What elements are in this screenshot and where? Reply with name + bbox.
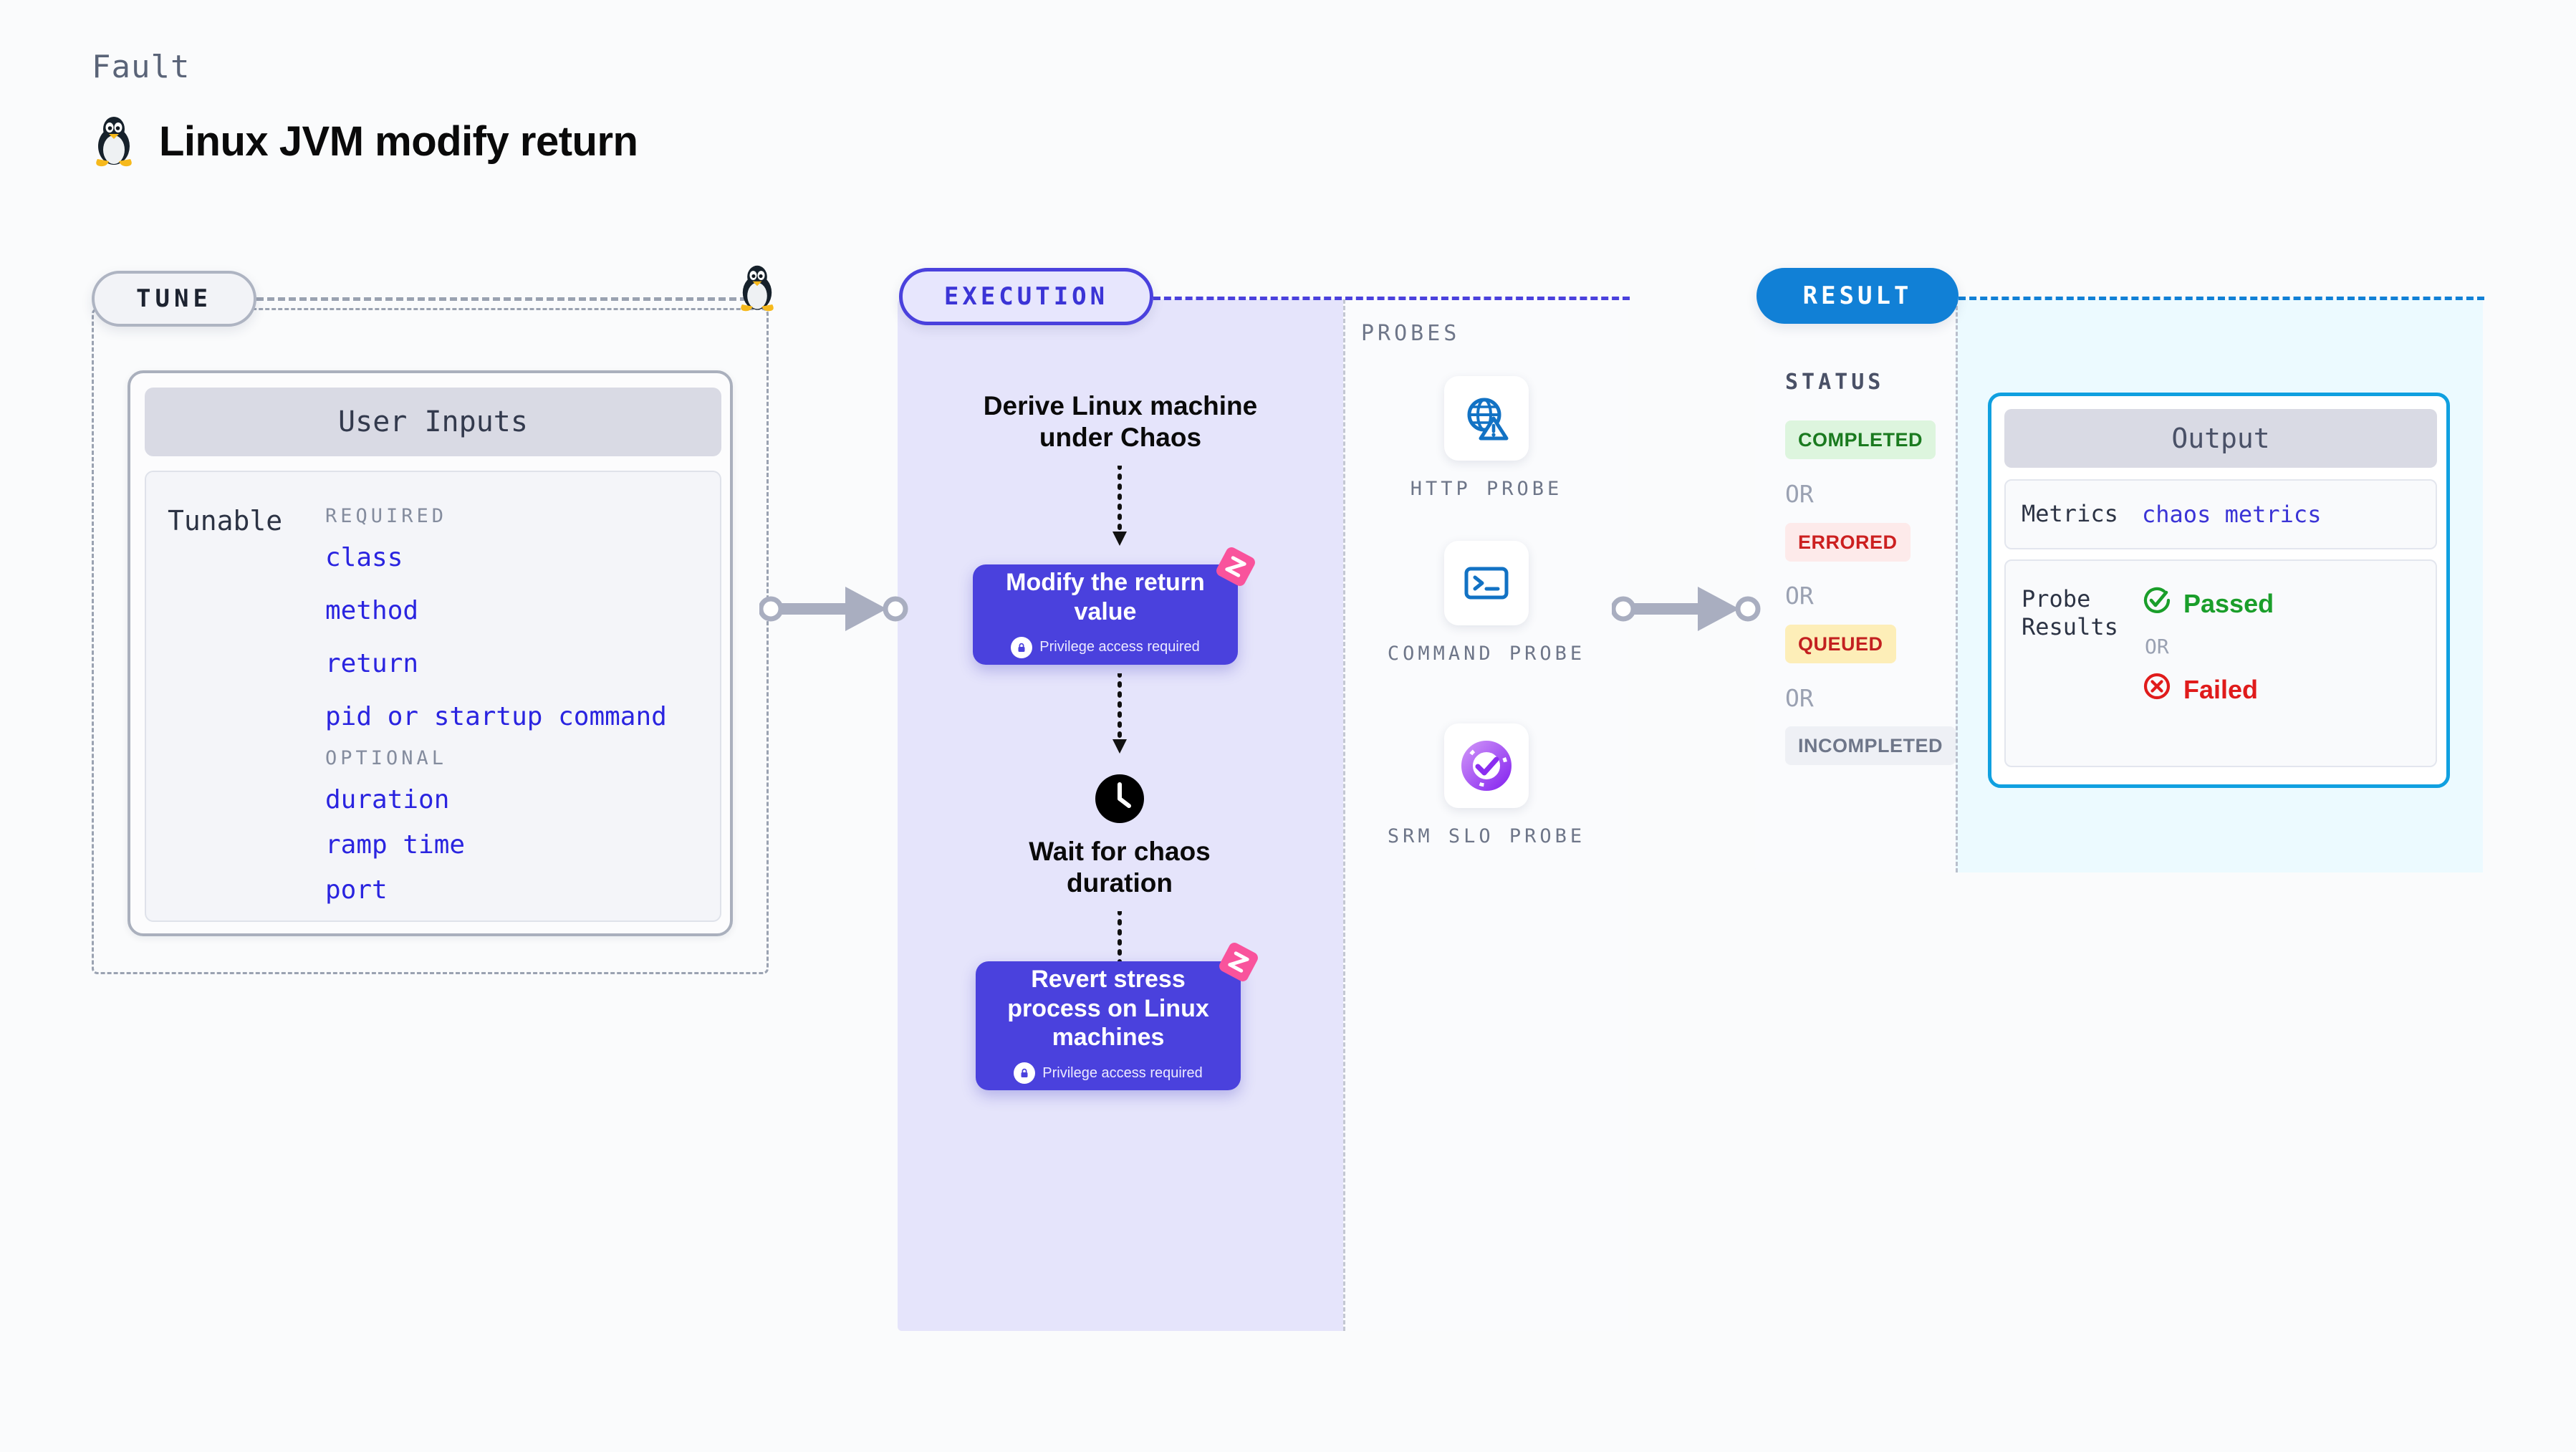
dotted-arrow-down-icon (1112, 673, 1127, 754)
probes-divider (1343, 299, 1345, 1331)
status-or: OR (1785, 582, 1814, 610)
tunable-label: Tunable (168, 505, 283, 537)
terminal-icon (1444, 541, 1529, 625)
globe-warning-icon (1444, 376, 1529, 461)
probes-title: PROBES (1361, 321, 1461, 346)
probe-command[interactable]: COMMAND PROBE (1379, 541, 1594, 667)
execution-node-title: Modify the return value (1006, 569, 1205, 625)
execution-wait-label: Wait for chaos duration (1029, 837, 1211, 898)
metrics-label: Metrics (2022, 500, 2118, 528)
status-or: OR (1785, 480, 1814, 508)
tunable-item[interactable]: method (325, 596, 419, 625)
user-inputs-card: User Inputs Tunable REQUIRED class metho… (128, 370, 733, 936)
lock-icon (1014, 1062, 1036, 1085)
execution-node-title: Revert stress process on Linux machines (1007, 965, 1209, 1052)
probe-srm-slo[interactable]: SRM SLO PROBE (1379, 723, 1594, 850)
chaos-ribbon-icon (1219, 943, 1258, 981)
tunable-item[interactable]: ramp time (325, 830, 466, 860)
group-title-optional: OPTIONAL (325, 747, 448, 769)
status-badge: INCOMPLETED (1785, 726, 1956, 765)
connector-tune-to-execution (759, 587, 908, 631)
execution-step-text: Derive Linux machine under Chaos (983, 391, 1258, 452)
failed-label: Failed (2183, 674, 2259, 704)
probes-fill (1343, 299, 1628, 1331)
status-title: STATUS (1785, 370, 1885, 395)
probe-label: COMMAND PROBE (1387, 643, 1586, 665)
user-inputs-title: User Inputs (145, 388, 721, 456)
tunable-item[interactable]: duration (325, 785, 450, 814)
result-divider (1956, 299, 1958, 872)
page-title-row: Linux JVM modify return (92, 115, 638, 168)
dotted-arrow-down-icon (1112, 466, 1127, 546)
result-status-fill (1755, 299, 1956, 872)
x-circle-icon (2142, 671, 2172, 708)
privilege-note-text: Privilege access required (1039, 639, 1200, 655)
execution-pill[interactable]: EXECUTION (899, 268, 1153, 325)
probe-label: SRM SLO PROBE (1387, 825, 1586, 847)
status-badge: QUEUED (1785, 625, 1896, 663)
chaos-ribbon-icon (1216, 547, 1255, 586)
probe-results-label: Probe Results (2022, 585, 2118, 641)
execution-top-dashed-line (1153, 297, 1630, 300)
result-pill[interactable]: RESULT (1756, 268, 1959, 324)
privilege-note-text: Privilege access required (1042, 1064, 1203, 1081)
page-title: Linux JVM modify return (159, 117, 638, 165)
execution-node-card[interactable]: Revert stress process on Linux machines … (976, 961, 1241, 1090)
probe-result-failed: Failed (2142, 671, 2274, 708)
output-title: Output (2004, 409, 2437, 468)
output-card: Output Metrics chaos metrics Probe Resul… (1988, 393, 2450, 788)
status-badge: COMPLETED (1785, 420, 1936, 459)
status-or: OR (1785, 684, 1814, 712)
result-top-dashed-line (1959, 297, 2484, 300)
privilege-note: Privilege access required (1011, 636, 1200, 658)
tunable-item[interactable]: return (325, 649, 419, 678)
connector-execution-to-result (1612, 587, 1761, 631)
check-circle-icon (2142, 585, 2172, 622)
probe-label: HTTP PROBE (1410, 478, 1563, 500)
privilege-note: Privilege access required (1014, 1062, 1203, 1085)
tunable-item[interactable]: pid or startup command (325, 702, 667, 731)
tune-panel (92, 308, 769, 974)
tune-pill[interactable]: TUNE (92, 271, 256, 327)
clock-icon (1095, 774, 1144, 823)
tunable-body: Tunable REQUIRED class method return pid… (145, 471, 721, 922)
probe-results-row: Probe Results Passed OR (2004, 559, 2437, 767)
probe-result-passed: Passed (2142, 585, 2274, 622)
tunable-list: REQUIRED class method return pid or star… (325, 494, 712, 920)
tunable-item[interactable]: class (325, 543, 403, 572)
metrics-row: Metrics chaos metrics (2004, 479, 2437, 549)
probe-result-or: OR (2145, 635, 2169, 658)
group-title-required: REQUIRED (325, 505, 448, 527)
page-kicker: Fault (92, 49, 191, 85)
donut-check-icon (1444, 723, 1529, 808)
metrics-value[interactable]: chaos metrics (2142, 501, 2322, 528)
linux-penguin-icon (92, 115, 136, 168)
probe-http[interactable]: HTTP PROBE (1379, 376, 1594, 502)
passed-label: Passed (2183, 588, 2274, 618)
execution-node-card[interactable]: Modify the return value Privilege access… (973, 564, 1238, 665)
linux-penguin-icon (736, 264, 778, 315)
status-badge: ERRORED (1785, 523, 1911, 562)
tune-top-dashed-line (256, 297, 758, 301)
tunable-item[interactable]: port (325, 875, 388, 905)
lock-icon (1011, 636, 1033, 658)
